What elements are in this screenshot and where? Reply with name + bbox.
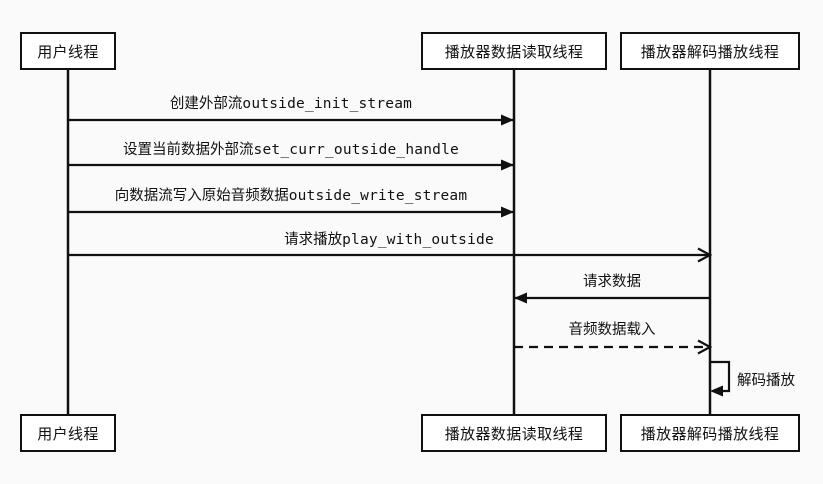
msg-outside-write-stream-arrowhead-filled bbox=[501, 206, 514, 218]
selfcall-decode-play-arrowhead-filled bbox=[710, 385, 723, 397]
msg-set-curr-outside-handle-arrowhead-filled bbox=[501, 159, 514, 171]
messages-group bbox=[68, 114, 713, 355]
msg-outside-init-stream-label-cn: 创建外部流 bbox=[169, 96, 243, 112]
msg-outside-init-stream[interactable] bbox=[68, 114, 514, 126]
msg-outside-write-stream[interactable] bbox=[68, 206, 514, 218]
participant-label: 播放器数据读取线程 bbox=[444, 43, 584, 61]
lifelines-group bbox=[66, 70, 712, 414]
msg-play-with-outside-label-code: play_with_outside bbox=[342, 232, 494, 248]
participant-label: 用户线程 bbox=[37, 43, 99, 61]
msg-audio-data-loaded[interactable] bbox=[514, 339, 713, 355]
msg-outside-write-stream-label: 向数据流写入原始音频数据outside_write_stream bbox=[115, 189, 468, 204]
selfcall-decode-play[interactable] bbox=[710, 360, 731, 397]
msg-audio-data-loaded-arrowhead-open bbox=[697, 339, 713, 355]
msg-outside-init-stream-label: 创建外部流outside_init_stream bbox=[170, 97, 412, 112]
msg-set-curr-outside-handle-label-cn: 设置当前数据外部流 bbox=[123, 142, 254, 158]
participant-label: 用户线程 bbox=[37, 425, 99, 443]
msg-play-with-outside-arrowhead-open bbox=[697, 247, 713, 263]
participant-bottom-player-data-read-thread[interactable]: 播放器数据读取线程 bbox=[421, 414, 607, 452]
msg-outside-write-stream-label-cn: 向数据流写入原始音频数据 bbox=[114, 188, 289, 204]
msg-outside-init-stream-label-code: outside_init_stream bbox=[242, 96, 413, 112]
participant-bottom-user-thread[interactable]: 用户线程 bbox=[20, 414, 116, 452]
msg-request-data-arrowhead-filled bbox=[514, 292, 527, 304]
selfcall-decode-play-label: 解码播放 bbox=[737, 373, 795, 389]
msg-play-with-outside[interactable] bbox=[68, 247, 713, 263]
msg-set-curr-outside-handle[interactable] bbox=[68, 159, 514, 171]
msg-request-data[interactable] bbox=[514, 292, 710, 304]
participant-label: 播放器解码播放线程 bbox=[640, 425, 780, 443]
participant-label: 播放器解码播放线程 bbox=[640, 43, 780, 61]
msg-play-with-outside-label-cn: 请求播放 bbox=[284, 232, 343, 248]
msg-audio-data-loaded-label-cn: 音频数据载入 bbox=[568, 322, 656, 338]
msg-outside-init-stream-arrowhead-filled bbox=[501, 114, 514, 126]
msg-set-curr-outside-handle-label-code: set_curr_outside_handle bbox=[253, 142, 459, 158]
msg-audio-data-loaded-label: 音频数据载入 bbox=[569, 323, 656, 338]
msg-request-data-label-cn: 请求数据 bbox=[583, 274, 641, 290]
self-calls-group bbox=[710, 360, 731, 397]
participant-top-user-thread[interactable]: 用户线程 bbox=[20, 32, 116, 70]
msg-play-with-outside-label: 请求播放play_with_outside bbox=[284, 233, 494, 248]
msg-request-data-label: 请求数据 bbox=[583, 275, 641, 290]
msg-outside-write-stream-label-code: outside_write_stream bbox=[288, 188, 468, 204]
msg-set-curr-outside-handle-label: 设置当前数据外部流set_curr_outside_handle bbox=[123, 143, 459, 158]
participant-top-player-decode-play-thread[interactable]: 播放器解码播放线程 bbox=[620, 32, 800, 70]
participant-top-player-data-read-thread[interactable]: 播放器数据读取线程 bbox=[421, 32, 607, 70]
participant-bottom-player-decode-play-thread[interactable]: 播放器解码播放线程 bbox=[620, 414, 800, 452]
selfcall-decode-play-loop-path bbox=[710, 360, 731, 393]
participant-label: 播放器数据读取线程 bbox=[444, 425, 584, 443]
